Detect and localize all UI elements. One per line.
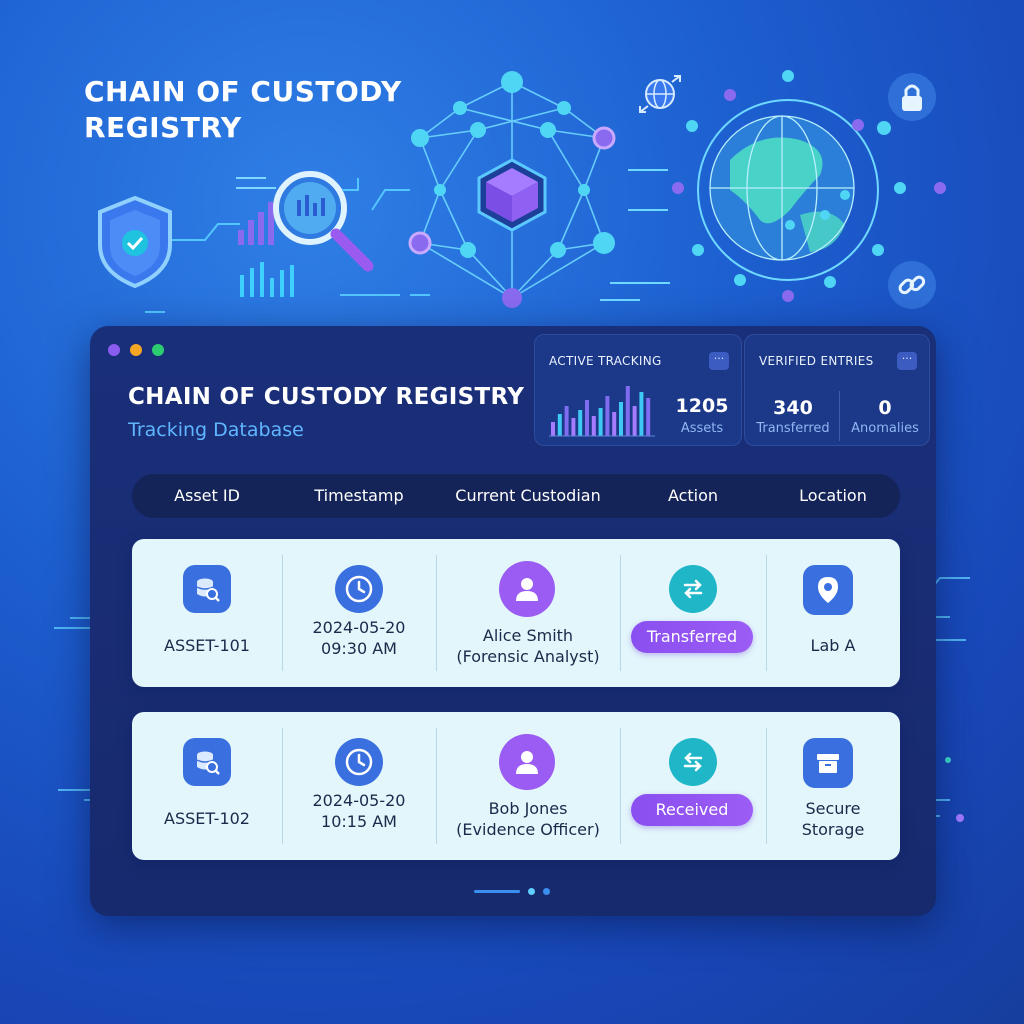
card-title: ACTIVE TRACKING xyxy=(549,354,662,368)
magnifier-icon xyxy=(273,171,374,272)
mini-chart-bar xyxy=(612,412,617,436)
timestamp-time: 09:30 AM xyxy=(321,639,397,658)
custodian-name: Bob Jones xyxy=(488,799,568,818)
table-header: Asset ID Timestamp Current Custodian Act… xyxy=(132,474,900,518)
hero-title: CHAIN OF CUSTODY REGISTRY xyxy=(84,74,444,146)
archive-box-icon xyxy=(803,738,853,788)
active-tracking-card: ACTIVE TRACKING ··· 1205 Assets xyxy=(534,334,742,446)
timestamp-time: 10:15 AM xyxy=(321,812,397,831)
transferred-count: 340 xyxy=(773,397,813,419)
globe-arrows-icon xyxy=(639,75,681,113)
clock-icon xyxy=(335,565,383,613)
table-row[interactable]: ASSET-102 2024-05-20 10:15 AM Bob Jones … xyxy=(132,712,900,860)
globe-icon xyxy=(697,99,879,281)
mini-chart-bar xyxy=(639,392,644,436)
mini-chart-bar xyxy=(571,418,576,436)
column-header-action[interactable]: Action xyxy=(667,486,719,505)
window-minimize-button[interactable] xyxy=(130,344,142,356)
mini-chart-bar xyxy=(551,422,555,436)
bar-graphic xyxy=(236,177,294,297)
location-line-2: Storage xyxy=(801,820,865,839)
mini-chart-bar xyxy=(578,410,583,436)
hero-title-line-2: REGISTRY xyxy=(84,111,242,144)
user-avatar-icon xyxy=(499,561,555,617)
stat-divider xyxy=(839,391,840,441)
column-divider xyxy=(620,555,621,671)
custodian-name: Alice Smith xyxy=(482,626,574,645)
transfer-arrows-icon xyxy=(669,565,717,613)
window-controls xyxy=(108,344,164,356)
custodian-role: (Forensic Analyst) xyxy=(456,647,600,666)
column-header-asset-id[interactable]: Asset ID xyxy=(174,486,240,505)
column-header-custodian[interactable]: Current Custodian xyxy=(455,486,601,505)
globe-nodes xyxy=(672,70,946,302)
mini-chart-bar xyxy=(564,406,569,436)
connector-lines xyxy=(600,169,670,301)
column-divider xyxy=(282,728,283,844)
hero-title-line-1: CHAIN OF CUSTODY xyxy=(84,75,402,108)
window-maximize-button[interactable] xyxy=(152,344,164,356)
page-title: CHAIN OF CUSTODY REGISTRY xyxy=(128,384,525,410)
more-options-button[interactable]: ··· xyxy=(897,352,917,370)
table-row[interactable]: ASSET-101 2024-05-20 09:30 AM Alice Smit… xyxy=(132,539,900,687)
anomalies-label: Anomalies xyxy=(851,421,919,436)
hero-illustration xyxy=(98,70,946,313)
mini-chart-bar xyxy=(591,416,596,436)
database-search-icon xyxy=(183,565,231,613)
lock-icon xyxy=(888,73,936,121)
verified-entries-card: VERIFIED ENTRIES ··· 340 Transferred 0 A… xyxy=(744,334,930,446)
column-header-location[interactable]: Location xyxy=(799,486,867,505)
page-indicator[interactable] xyxy=(474,890,520,893)
database-search-icon xyxy=(183,738,231,786)
mini-chart-bar xyxy=(557,414,562,436)
location: Lab A xyxy=(810,636,856,655)
column-divider xyxy=(620,728,621,844)
page-subtitle: Tracking Database xyxy=(128,419,304,441)
mini-chart-bar xyxy=(605,396,610,436)
action-badge: Received xyxy=(631,794,753,826)
mini-chart-bar xyxy=(632,406,637,436)
map-pin-icon xyxy=(803,565,853,615)
custodian-role: (Evidence Officer) xyxy=(456,820,600,839)
column-divider xyxy=(766,555,767,671)
pagination xyxy=(474,888,550,895)
assets-label: Assets xyxy=(680,421,724,436)
asset-id: ASSET-101 xyxy=(164,636,250,655)
exchange-arrows-icon xyxy=(669,738,717,786)
column-header-timestamp[interactable]: Timestamp xyxy=(314,486,404,505)
link-icon xyxy=(888,261,936,309)
window-close-button[interactable] xyxy=(108,344,120,356)
card-title: VERIFIED ENTRIES xyxy=(759,354,874,368)
mini-chart-bar xyxy=(646,398,651,436)
page-indicator[interactable] xyxy=(543,888,550,895)
column-divider xyxy=(282,555,283,671)
clock-icon xyxy=(335,738,383,786)
network-nodes xyxy=(408,71,616,308)
cube-icon xyxy=(477,158,547,232)
mini-chart-bar xyxy=(619,402,623,436)
column-divider xyxy=(436,555,437,671)
mini-chart-bar xyxy=(585,400,589,436)
action-badge: Transferred xyxy=(631,621,753,653)
anomalies-count: 0 xyxy=(878,397,892,419)
timestamp-date: 2024-05-20 xyxy=(312,791,406,810)
location-line-1: Secure xyxy=(805,799,861,818)
column-divider xyxy=(766,728,767,844)
assets-count: 1205 xyxy=(675,395,729,417)
column-divider xyxy=(436,728,437,844)
asset-id: ASSET-102 xyxy=(164,809,250,828)
timestamp-date: 2024-05-20 xyxy=(312,618,406,637)
mini-chart-bar xyxy=(598,408,603,436)
user-avatar-icon xyxy=(499,734,555,790)
activity-mini-chart xyxy=(549,386,655,437)
registry-window: CHAIN OF CUSTODY REGISTRY Tracking Datab… xyxy=(90,326,936,916)
mini-chart-bar xyxy=(625,386,630,436)
more-options-button[interactable]: ··· xyxy=(709,352,729,370)
transferred-label: Transferred xyxy=(756,421,830,436)
page-indicator[interactable] xyxy=(528,888,535,895)
shield-check-icon xyxy=(98,195,172,289)
